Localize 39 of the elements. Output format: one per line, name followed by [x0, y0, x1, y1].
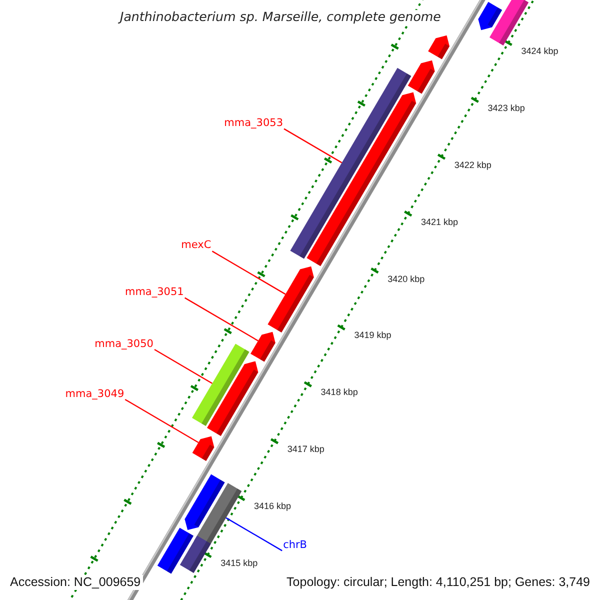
- title: Janthinobacterium sp. Marseille, complete genome: [118, 10, 443, 25]
- leader-line: [154, 348, 212, 384]
- gene-block: [478, 2, 502, 30]
- gene-block: [250, 332, 276, 362]
- gene-block: [268, 266, 314, 332]
- gene-label: mma_3053: [224, 118, 284, 128]
- scale-label: 3416 kbp: [254, 502, 292, 512]
- gene-bar: [290, 68, 412, 259]
- gene-bar: [180, 536, 211, 573]
- gene-block: [428, 35, 450, 60]
- gene-label: mexC: [181, 240, 212, 251]
- gene-label: mma_3049: [65, 388, 124, 399]
- gene-bar: [490, 0, 529, 46]
- leader-line: [184, 297, 258, 342]
- gene-label: chrB: [283, 540, 308, 550]
- leader-line: [124, 398, 199, 444]
- gene-bar: [192, 344, 250, 426]
- leader-line: [212, 250, 286, 295]
- leader-line: [226, 517, 282, 552]
- gene-label: mma_3051: [124, 286, 184, 298]
- scale-label: 3419 kbp: [354, 331, 392, 340]
- gene-block: [306, 92, 416, 266]
- scale-label: 3420 kbp: [388, 274, 425, 284]
- scale-label: 3417 kbp: [287, 445, 324, 454]
- scale-label: 3423 kbp: [488, 104, 525, 113]
- scale-label: 3422 kbp: [454, 160, 492, 170]
- footer-text: Topology: circular; Length: 4,110,251 bp; Genes: 3,749: [284, 575, 592, 590]
- leader-line: [284, 128, 342, 164]
- scale-label: 3421 kbp: [421, 218, 458, 227]
- gene-block: [207, 361, 258, 436]
- scale-label: 3418 kbp: [320, 388, 358, 398]
- gene-block: [408, 60, 435, 94]
- footer-text: Accession: NC_009659: [8, 575, 143, 590]
- gene-bar: [157, 528, 194, 574]
- scale-label: 3424 kbp: [521, 47, 558, 56]
- gene-label: mma_3050: [94, 338, 154, 349]
- gene-block: [184, 474, 225, 530]
- gene-block: [192, 436, 214, 461]
- scale-label: 3415 kbp: [220, 559, 258, 568]
